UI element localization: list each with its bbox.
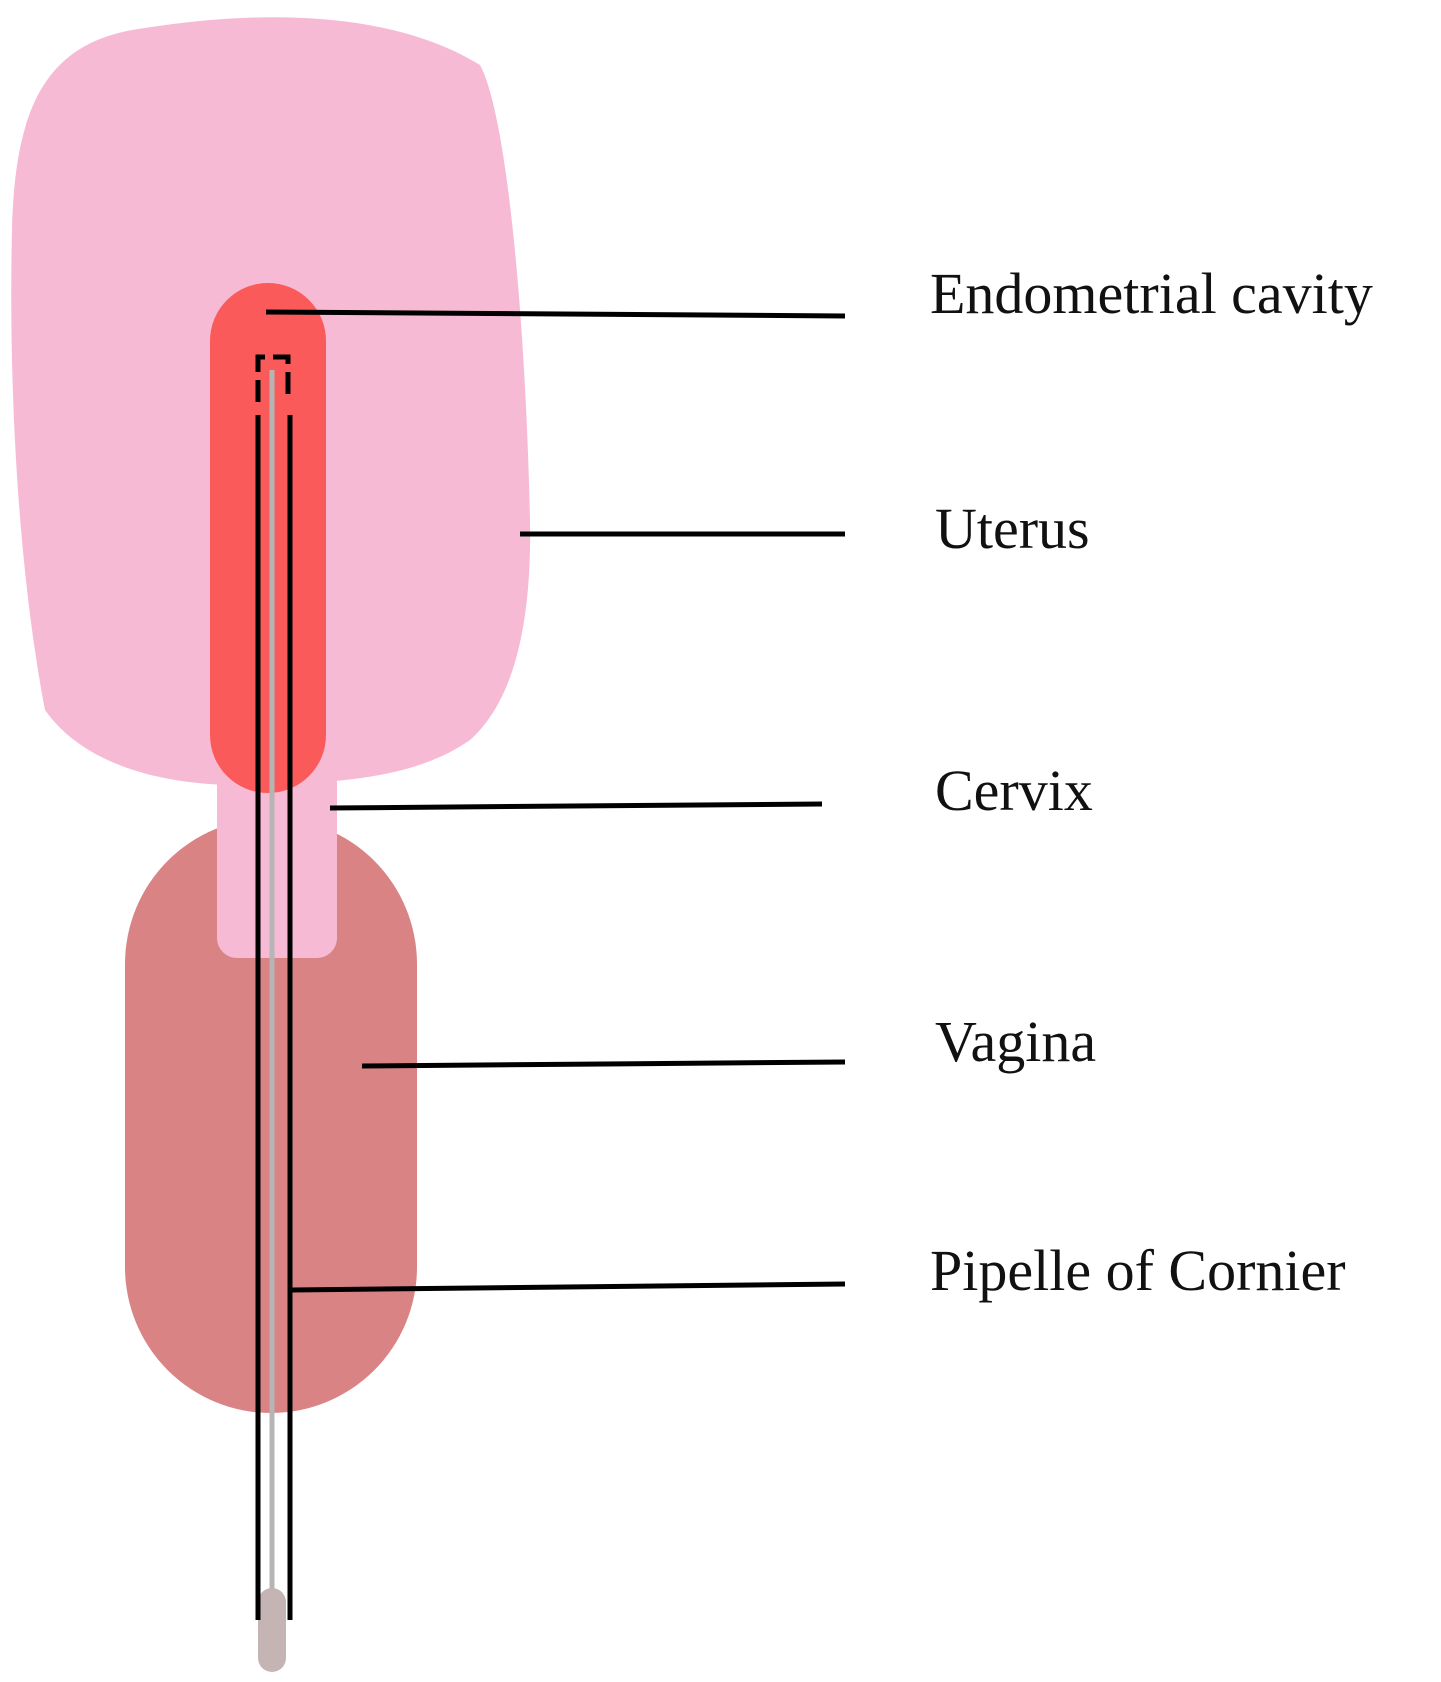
pipelle-opening <box>255 354 291 402</box>
label-uterus: Uterus <box>935 496 1090 561</box>
label-endometrial-cavity: Endometrial cavity <box>930 261 1373 326</box>
label-cervix: Cervix <box>935 758 1093 823</box>
endometrial-cavity-shape <box>210 283 326 793</box>
leader-cervix <box>329 801 823 811</box>
leader-vagina <box>361 1059 846 1069</box>
label-vagina: Vagina <box>935 1009 1097 1074</box>
leader-pipelle <box>291 1281 846 1293</box>
leader-endometrial-cavity <box>265 309 846 319</box>
label-pipelle-of-cornier: Pipelle of Cornier <box>930 1238 1346 1303</box>
cervix-shape <box>217 762 337 958</box>
pipelle-tip <box>258 1588 286 1672</box>
